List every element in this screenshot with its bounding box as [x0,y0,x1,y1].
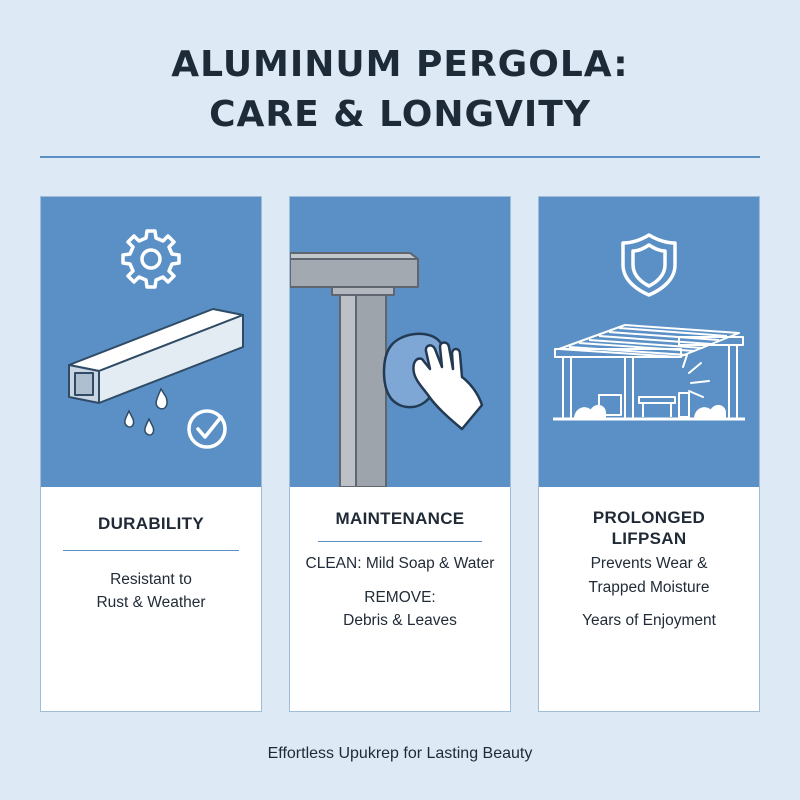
footer-tagline: Effortless Upukrep for Lasting Beauty [267,745,533,762]
maintenance-line-3: Debris & Leaves [343,612,457,629]
aluminum-beam-icon [68,308,244,404]
hand-cloth-icon [382,332,484,431]
maintenance-divider [318,541,482,542]
lifespan-illustration [539,197,759,487]
shield-icon [621,233,677,297]
lifespan-card: PROLONGED LIFPSAN Prevents Wear & Trappe… [538,196,760,712]
maintenance-line-2: REMOVE: [364,589,436,606]
title-line-2: CARE & LONGVITY [209,94,591,135]
durability-divider [63,550,239,551]
page-title: ALUMINUM PERGOLA: CARE & LONGVITY [0,40,800,140]
lifespan-line-2: Trapped Moisture [588,579,710,596]
water-drops-icon [124,387,168,436]
lifespan-heading-line-1: PROLONGED [592,508,706,527]
maintenance-line-1: CLEAN: Mild Soap & Water [305,555,495,572]
gear-icon [121,229,181,289]
durability-line-2: Rust & Weather [96,594,206,611]
lifespan-line-1: Prevents Wear & [590,555,708,572]
sun-icon [682,354,710,398]
pergola-post-icon [290,252,419,487]
durability-illustration [41,197,261,487]
maintenance-illustration [290,197,510,487]
lifespan-heading-line-2: LIFPSAN [611,529,687,548]
lifespan-line-3: Years of Enjoyment [582,612,716,629]
title-divider [40,156,760,158]
durability-line-1: Resistant to [110,571,192,588]
pergola-icon [553,324,745,421]
maintenance-heading: MAINTENANCE [335,509,465,528]
title-line-1: ALUMINUM PERGOLA: [171,44,629,85]
durability-card: DURABILITY Resistant to Rust & Weather [40,196,262,712]
maintenance-card: MAINTENANCE CLEAN: Mild Soap & Water REM… [289,196,511,712]
durability-heading: DURABILITY [98,514,204,533]
check-circle-icon [187,409,227,449]
